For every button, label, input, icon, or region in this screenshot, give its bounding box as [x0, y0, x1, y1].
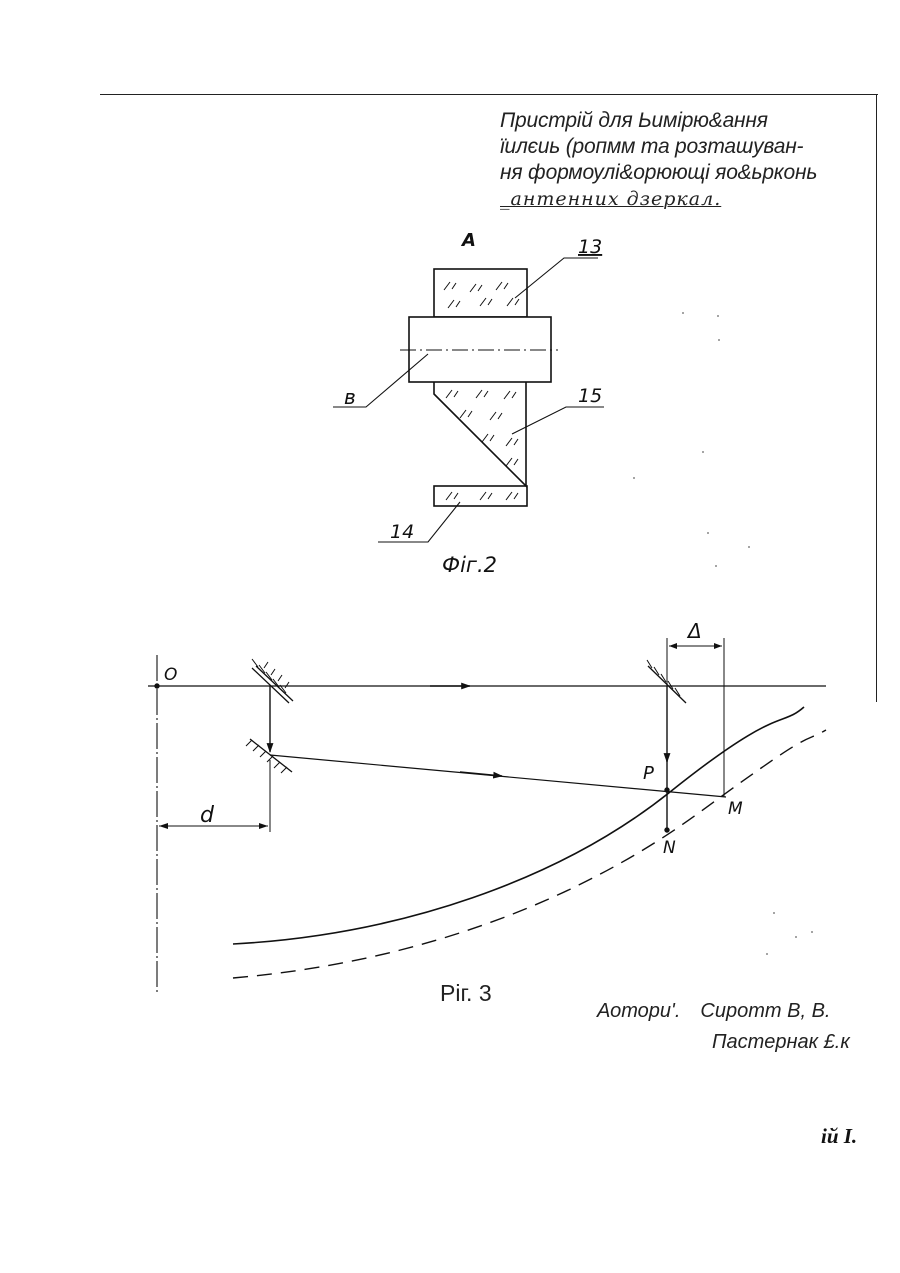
label-m: М	[728, 799, 743, 819]
fig2-view-label: А	[460, 230, 476, 251]
scan-specks	[633, 312, 813, 955]
label-13: 13	[578, 236, 602, 258]
point-n-dot	[665, 828, 669, 832]
fig2-drawing	[333, 258, 604, 542]
part-13-hatching	[444, 282, 519, 308]
author-2: Пастернак £.к	[712, 1031, 850, 1053]
label-delta: Δ	[686, 619, 702, 643]
mirror-1	[252, 659, 293, 703]
inclined-beam-arrow	[460, 772, 502, 776]
part-15-hatching	[446, 390, 518, 466]
fig3-drawing	[148, 638, 826, 992]
label-b: в	[344, 385, 356, 409]
part-13-block	[434, 269, 527, 317]
reference-surface-dashed	[233, 730, 826, 978]
label-p: Р	[643, 763, 654, 784]
point-p-dot	[665, 788, 669, 792]
label-d: d	[200, 803, 215, 828]
label-o: О	[164, 665, 177, 685]
fig2-caption: Фіг.2	[442, 553, 497, 577]
fig3-caption: Рiг. 3	[440, 980, 492, 1006]
reflector-surface-curve	[233, 707, 804, 944]
label-15: 15	[578, 385, 602, 407]
page-number: ій І.	[821, 1124, 857, 1149]
label-n: N	[663, 838, 676, 858]
authors-block: Аотори'. Сиротт В, В. Пастернак £.к	[597, 996, 850, 1058]
label-14: 14	[390, 521, 414, 543]
part-14-hatching	[446, 492, 518, 500]
part-14-block	[434, 486, 527, 506]
point-o-dot	[155, 684, 159, 688]
authors-label: Аотори'.	[597, 1000, 680, 1022]
author-1: Сиротт В, В.	[700, 1000, 830, 1022]
